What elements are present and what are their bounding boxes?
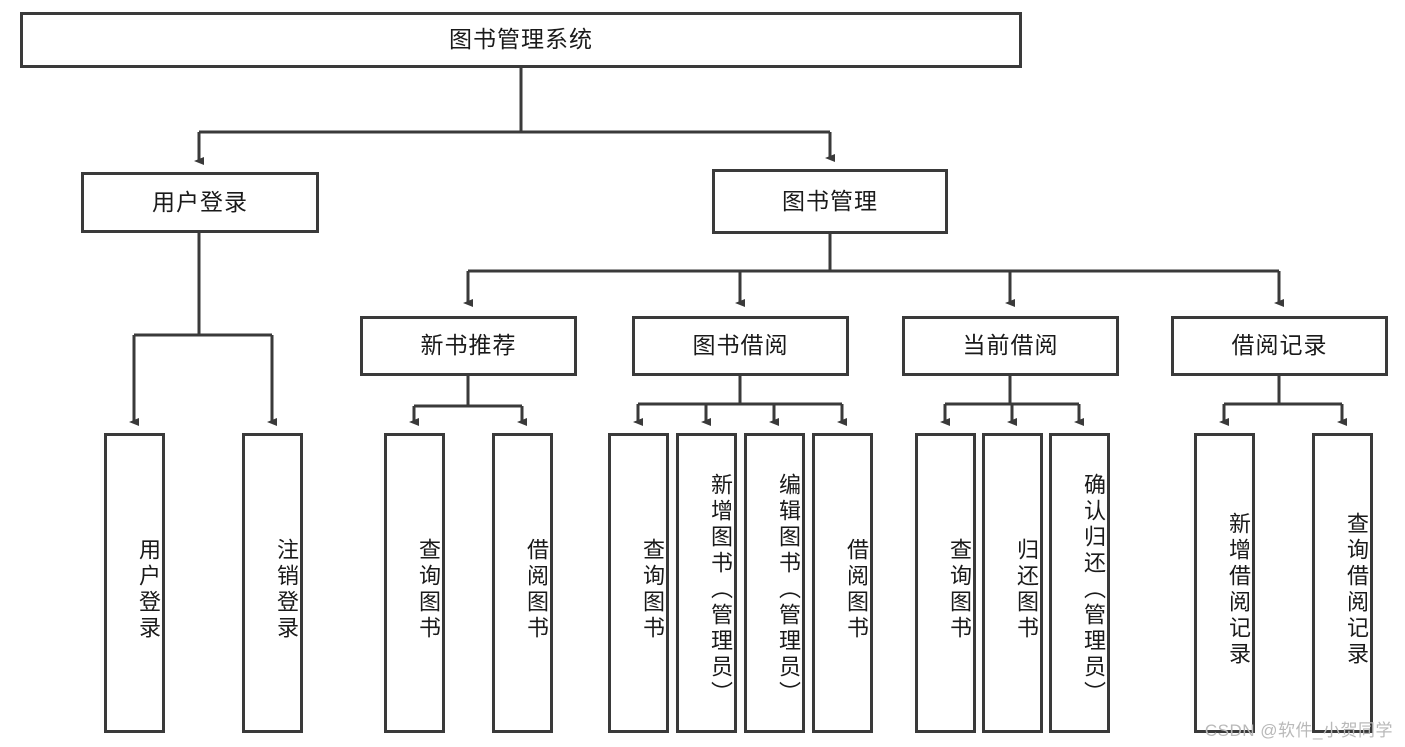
- node-book-borrow[interactable]: 图书借阅: [632, 316, 849, 376]
- node-book-management-label: 图书管理: [782, 187, 878, 214]
- leaf-current-borrow-return-label: 归还图书: [1014, 538, 1039, 642]
- leaf-user-login-login-label: 用户登录: [136, 538, 161, 642]
- leaf-book-borrow-edit[interactable]: 编辑图书（管理员）: [744, 433, 805, 733]
- leaf-user-login-login[interactable]: 用户登录: [104, 433, 165, 733]
- leaf-book-borrow-borrow-label: 借阅图书: [844, 538, 869, 642]
- leaf-borrow-record-add-label: 新增借阅记录: [1226, 512, 1251, 668]
- leaf-book-borrow-add[interactable]: 新增图书（管理员）: [676, 433, 737, 733]
- node-borrow-record[interactable]: 借阅记录: [1171, 316, 1388, 376]
- leaf-current-borrow-confirm[interactable]: 确认归还（管理员）: [1049, 433, 1110, 733]
- leaf-current-borrow-query-label: 查询图书: [947, 538, 972, 642]
- leaf-user-login-logout[interactable]: 注销登录: [242, 433, 303, 733]
- leaf-new-book-borrow-label: 借阅图书: [524, 538, 549, 642]
- node-user-login[interactable]: 用户登录: [81, 172, 319, 233]
- node-root[interactable]: 图书管理系统: [20, 12, 1022, 68]
- leaf-borrow-record-add[interactable]: 新增借阅记录: [1194, 433, 1255, 733]
- node-book-borrow-label: 图书借阅: [692, 332, 789, 359]
- node-current-borrow[interactable]: 当前借阅: [902, 316, 1119, 376]
- leaf-borrow-record-query[interactable]: 查询借阅记录: [1312, 433, 1373, 733]
- leaf-new-book-query[interactable]: 查询图书: [384, 433, 445, 733]
- node-new-book-recommend-label: 新书推荐: [420, 332, 517, 359]
- leaf-current-borrow-return[interactable]: 归还图书: [982, 433, 1043, 733]
- leaf-borrow-record-query-label: 查询借阅记录: [1344, 512, 1369, 668]
- leaf-book-borrow-edit-label: 编辑图书（管理员）: [776, 473, 801, 707]
- node-book-management[interactable]: 图书管理: [712, 169, 948, 234]
- leaf-new-book-query-label: 查询图书: [416, 538, 441, 642]
- leaf-book-borrow-query-label: 查询图书: [640, 538, 665, 642]
- node-current-borrow-label: 当前借阅: [962, 332, 1059, 359]
- node-borrow-record-label: 借阅记录: [1231, 332, 1328, 359]
- leaf-current-borrow-query[interactable]: 查询图书: [915, 433, 976, 733]
- leaf-new-book-borrow[interactable]: 借阅图书: [492, 433, 553, 733]
- csdn-watermark: CSDN @软件_小贺同学: [1204, 721, 1393, 740]
- leaf-book-borrow-add-label: 新增图书（管理员）: [708, 473, 733, 707]
- leaf-book-borrow-query[interactable]: 查询图书: [608, 433, 669, 733]
- leaf-user-login-logout-label: 注销登录: [274, 538, 299, 642]
- node-user-login-label: 用户登录: [152, 188, 248, 215]
- node-new-book-recommend[interactable]: 新书推荐: [360, 316, 577, 376]
- leaf-book-borrow-borrow[interactable]: 借阅图书: [812, 433, 873, 733]
- leaf-current-borrow-confirm-label: 确认归还（管理员）: [1081, 473, 1106, 707]
- node-root-label: 图书管理系统: [449, 26, 593, 53]
